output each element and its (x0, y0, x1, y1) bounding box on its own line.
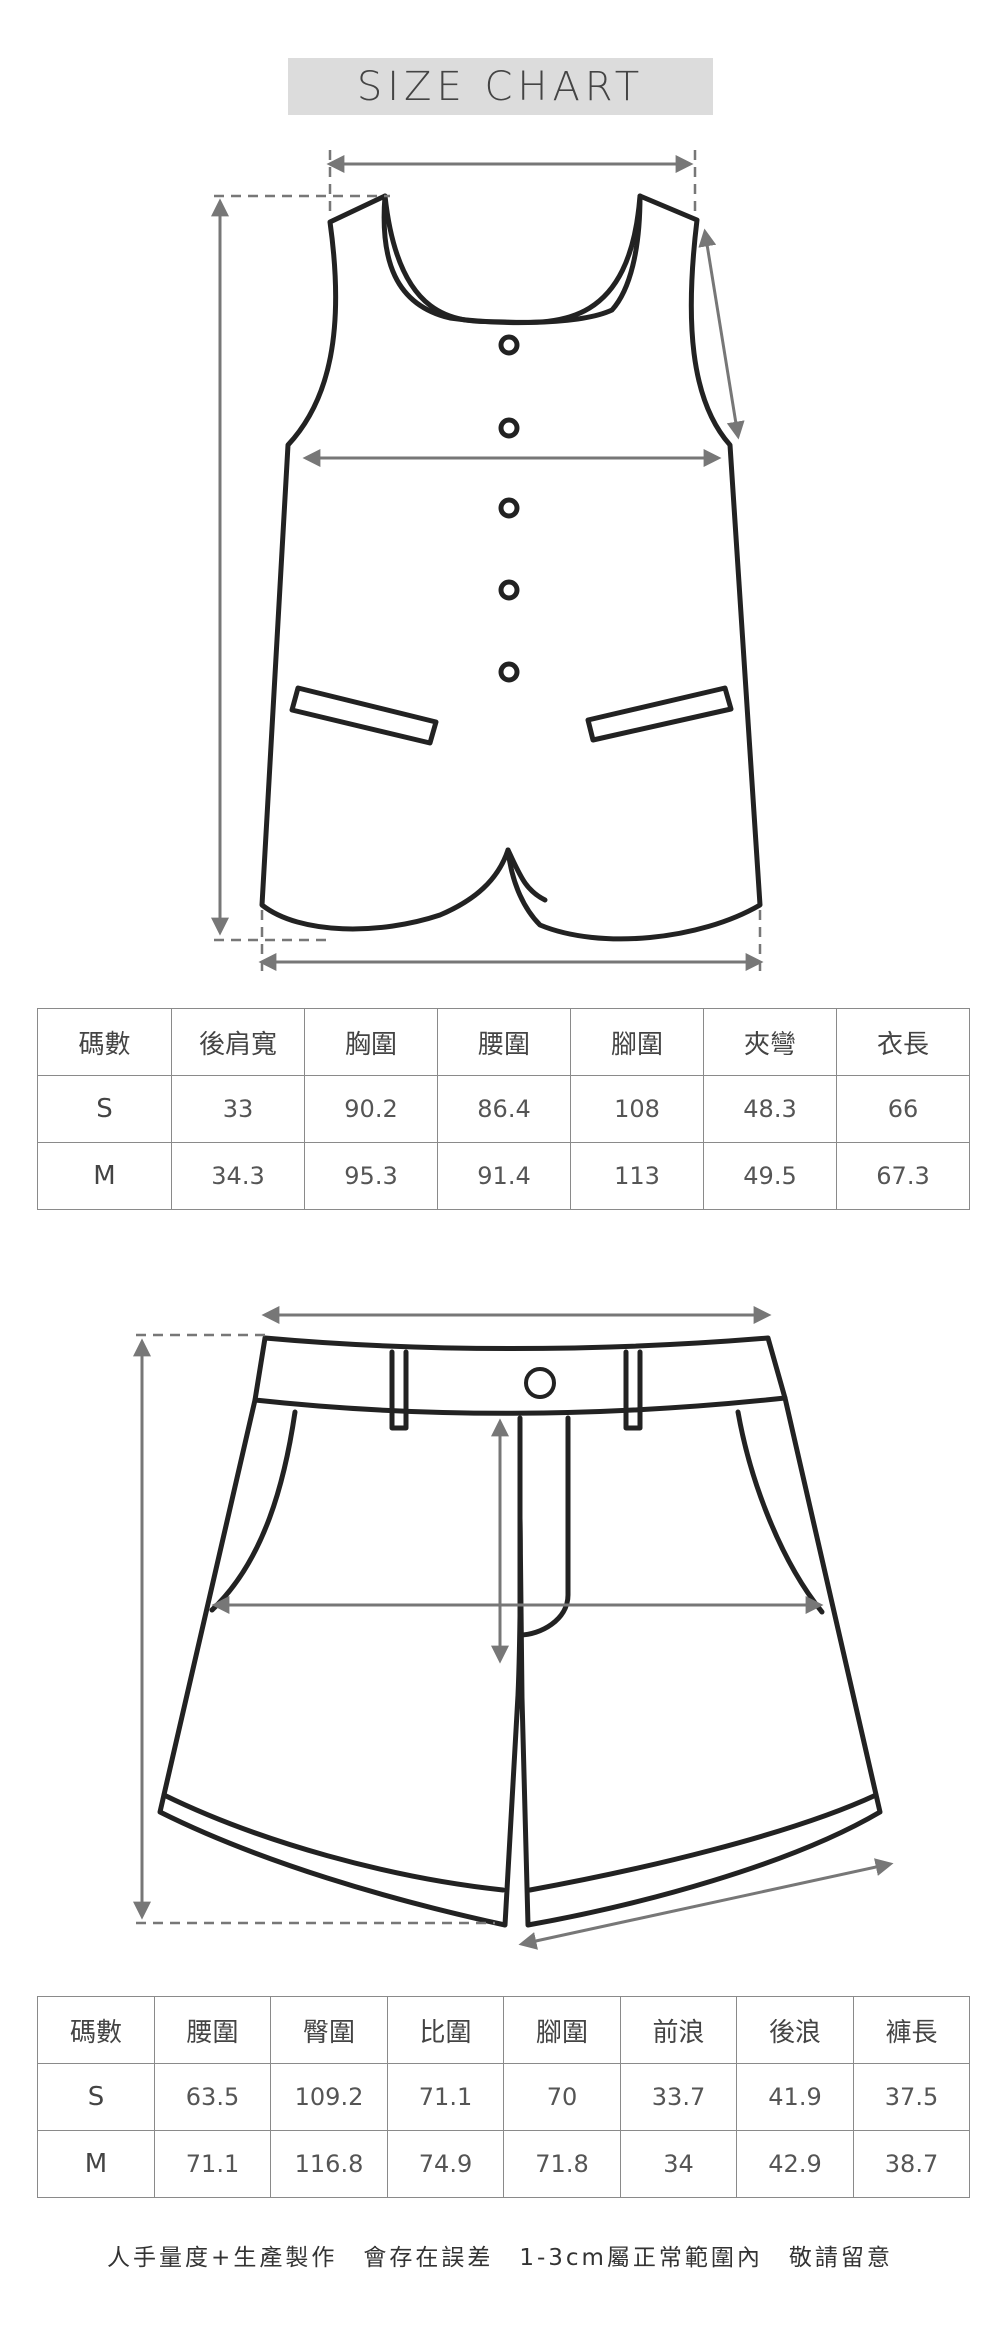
button-5 (498, 661, 520, 683)
header-cell: 後肩寬 (171, 1008, 305, 1076)
value-cell: 71.1 (154, 2130, 271, 2198)
value-cell: 37.5 (853, 2063, 970, 2131)
header-cell: 碼數 (37, 1008, 172, 1076)
value-cell: 66 (836, 1075, 970, 1143)
size-cell: M (37, 1142, 172, 1210)
waist-button (524, 1367, 556, 1399)
button-2 (498, 417, 520, 439)
value-cell: 41.9 (736, 2063, 854, 2131)
value-cell: 71.8 (503, 2130, 621, 2198)
measurement-note: 人手量度+生產製作 會存在誤差 1-3cm屬正常範圍內 敬請留意 (107, 2245, 893, 2271)
shorts-diagram (133, 1306, 894, 1950)
value-cell: 63.5 (154, 2063, 271, 2131)
header-cell: 腳圍 (503, 1996, 621, 2064)
header-cell: 夾彎 (703, 1008, 837, 1076)
table-row: M 34.3 95.3 91.4 113 49.5 67.3 (37, 1142, 970, 1210)
vest-diagram (211, 150, 764, 975)
value-cell: 108 (570, 1075, 704, 1143)
size-cell: M (37, 2130, 155, 2198)
table-row: S 33 90.2 86.4 108 48.3 66 (37, 1075, 970, 1143)
value-cell: 33.7 (620, 2063, 737, 2131)
button-1 (498, 334, 520, 356)
value-cell: 48.3 (703, 1075, 837, 1143)
header-cell: 臀圍 (270, 1996, 388, 2064)
table-header-row: 碼數 後肩寬 胸圍 腰圍 腳圍 夾彎 衣長 (37, 1008, 970, 1076)
title-banner: SIZE CHART (288, 58, 713, 115)
header-cell: 碼數 (37, 1996, 155, 2064)
value-cell: 86.4 (437, 1075, 571, 1143)
value-cell: 49.5 (703, 1142, 837, 1210)
value-cell: 74.9 (387, 2130, 504, 2198)
size-cell: S (37, 1075, 172, 1143)
header-cell: 腰圍 (437, 1008, 571, 1076)
header-cell: 後浪 (736, 1996, 854, 2064)
header-cell: 腰圍 (154, 1996, 271, 2064)
size-cell: S (37, 2063, 155, 2131)
value-cell: 42.9 (736, 2130, 854, 2198)
table-header-row: 碼數 腰圍 臀圍 比圍 腳圍 前浪 後浪 褲長 (37, 1996, 970, 2064)
value-cell: 91.4 (437, 1142, 571, 1210)
header-cell: 前浪 (620, 1996, 737, 2064)
header-cell: 褲長 (853, 1996, 970, 2064)
value-cell: 116.8 (270, 2130, 388, 2198)
button-3 (498, 497, 520, 519)
value-cell: 70 (503, 2063, 621, 2131)
value-cell: 90.2 (304, 1075, 438, 1143)
top-size-table: 碼數 後肩寬 胸圍 腰圍 腳圍 夾彎 衣長 S 33 90.2 86.4 108… (37, 1008, 970, 1210)
value-cell: 34.3 (171, 1142, 305, 1210)
value-cell: 33 (171, 1075, 305, 1143)
value-cell: 109.2 (270, 2063, 388, 2131)
button-4 (498, 579, 520, 601)
value-cell: 71.1 (387, 2063, 504, 2131)
header-cell: 腳圍 (570, 1008, 704, 1076)
header-cell: 比圍 (387, 1996, 504, 2064)
bottom-size-table: 碼數 腰圍 臀圍 比圍 腳圍 前浪 後浪 褲長 S 63.5 109.2 71.… (37, 1996, 970, 2198)
value-cell: 34 (620, 2130, 737, 2198)
table-row: S 63.5 109.2 71.1 70 33.7 41.9 37.5 (37, 2063, 970, 2131)
page-title: SIZE CHART (356, 63, 645, 110)
header-cell: 衣長 (836, 1008, 970, 1076)
table-row: M 71.1 116.8 74.9 71.8 34 42.9 38.7 (37, 2130, 970, 2198)
value-cell: 67.3 (836, 1142, 970, 1210)
value-cell: 38.7 (853, 2130, 970, 2198)
header-cell: 胸圍 (304, 1008, 438, 1076)
